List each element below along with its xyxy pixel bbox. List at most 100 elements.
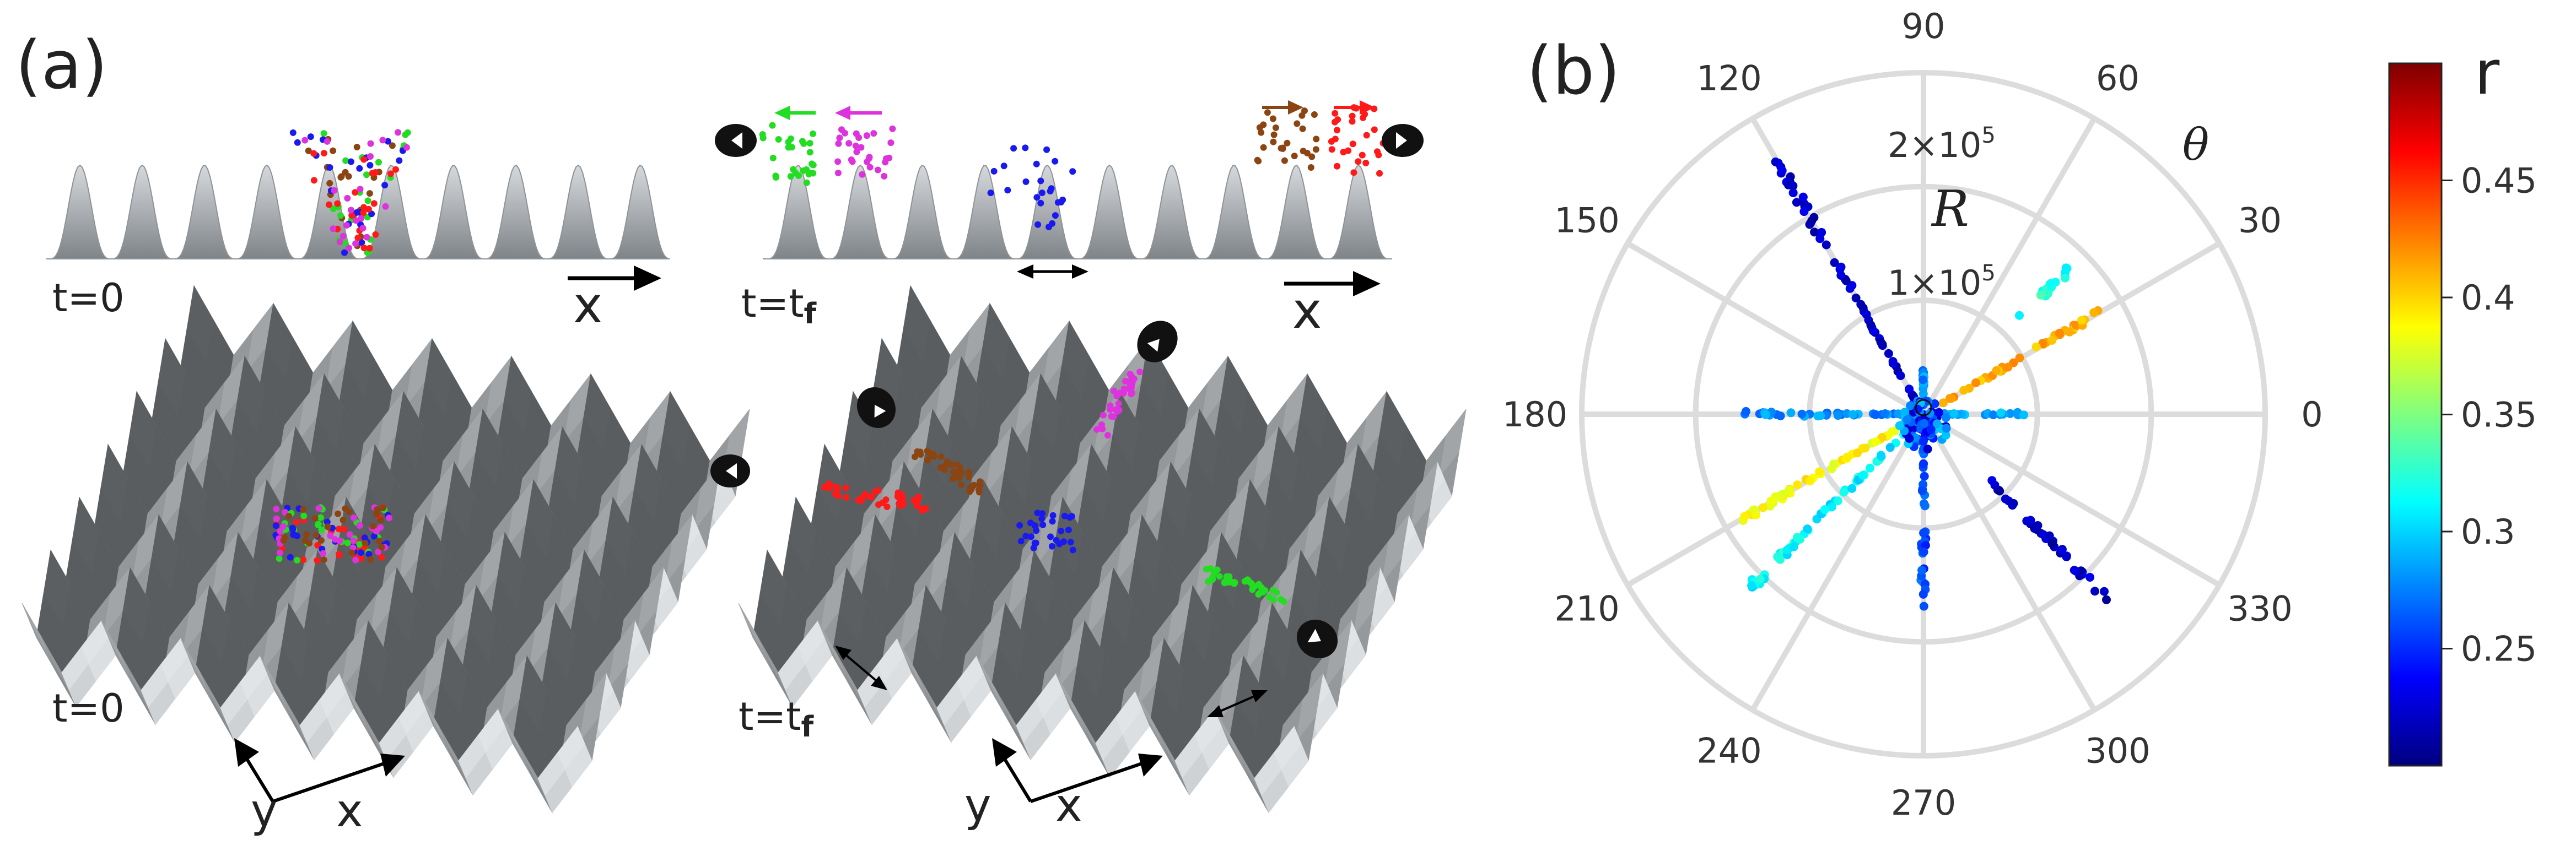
polar-point [1918,480,1928,489]
polar-grid-spoke [1921,413,2097,712]
y-axis-label-2d: y [251,785,278,837]
egg-crate-surface-final [738,285,1467,814]
angle-tick-label: 60 [2096,58,2140,99]
particle-magenta [359,225,367,232]
polar-point [1851,294,1861,302]
polar-point [1798,192,1808,202]
particle-magenta [367,140,374,147]
particle-blue [347,158,354,165]
potential-2d-initial: t=0 y x [21,285,750,837]
particle-magenta [347,207,354,214]
particle-red [1363,132,1370,139]
particle-magenta [838,126,845,133]
particle-2d [1111,387,1117,394]
particle-magenta [357,186,364,193]
particle-2d [314,541,321,549]
double-arrow-right [1207,690,1268,717]
particle-green [330,205,337,213]
particle-2d [318,526,325,533]
particle-2d [346,531,353,538]
polar-point [1793,533,1802,542]
particle-green [342,157,349,164]
potential-2d-final: t=tf y x [710,285,1467,832]
particle-2d [371,533,378,540]
polar-point [1786,408,1796,418]
polar-point [1930,399,1939,408]
polar-point [1971,378,1980,387]
polar-point [1918,437,1928,446]
polar-point [1959,386,1969,395]
x-axis-arrow-2d [272,761,386,803]
particle-red [360,209,367,216]
polar-point [1776,555,1785,564]
particle-2d [1210,570,1217,577]
particle-magenta [358,215,365,222]
colorbar-ticks: 0.250.30.350.40.45 [2442,161,2537,669]
particle-blue [381,182,389,189]
velocity-arrowhead [774,106,790,120]
particle-2d [897,502,904,510]
particle-2d [944,458,951,465]
colorbar-tick-label: 0.35 [2461,395,2537,435]
polar-point [2085,573,2095,582]
x-axis-arrowhead-2d-final [1138,754,1163,777]
polar-point [1917,486,1927,496]
polar-point [1905,384,1914,394]
x-axis-arrowhead-2d [380,754,405,777]
radius-tick-labels: 1×105 2×105 [1888,123,1996,303]
particle-brown [1260,144,1267,151]
particle-blue [1033,194,1041,201]
particle-blue [1049,220,1056,227]
polar-point [1996,408,2006,418]
polar-point [1905,434,1914,443]
particle-2d [1277,596,1284,603]
polar-point [1836,262,1846,272]
particle-2d [843,494,850,501]
particle-brown [1308,153,1316,160]
particle-2d [1115,400,1122,407]
particle-2d [1067,539,1074,546]
particle-2d [1069,546,1076,554]
particle-2d [931,453,937,460]
particle-magenta [379,137,386,144]
particle-red [366,245,373,252]
particle-2d [342,505,349,512]
angle-tick-label: 120 [1696,58,1761,99]
particle-magenta [395,129,402,136]
particle-2d [1068,513,1075,520]
polar-point [1803,524,1812,534]
particle-2d [385,514,392,522]
colorbar-tick-label: 0.25 [2461,629,2537,669]
particle-brown [305,147,312,154]
polar-point [1771,157,1780,166]
radius-axis-label: R [1931,180,1969,238]
particle-2d [875,487,882,494]
particle-2d [898,491,906,499]
polar-point [1896,371,1905,380]
particle-red [1328,138,1335,145]
polar-point [1888,427,1897,436]
particle-brown [1284,139,1291,147]
particle-magenta [859,171,866,178]
particle-green [375,159,382,166]
particle-blue [1034,221,1042,228]
particle-green [810,130,816,137]
particle-2d [923,505,930,512]
particle-blue [1052,212,1059,219]
particle-green [806,149,813,156]
particle-2d [1255,591,1262,598]
polar-point [2046,279,2056,288]
colorbar: 0.250.30.350.40.45 r [2388,37,2537,767]
polar-point [1797,409,1807,419]
particle-magenta [858,144,865,151]
particle-brown [338,173,345,180]
particle-green [769,154,777,161]
particle-2d [937,453,945,460]
particle-brown [1299,125,1306,132]
particle-red [1355,158,1362,165]
particle-2d [303,531,310,538]
particle-blue [1037,177,1044,185]
particle-red [1349,112,1356,120]
particle-red [354,234,362,241]
